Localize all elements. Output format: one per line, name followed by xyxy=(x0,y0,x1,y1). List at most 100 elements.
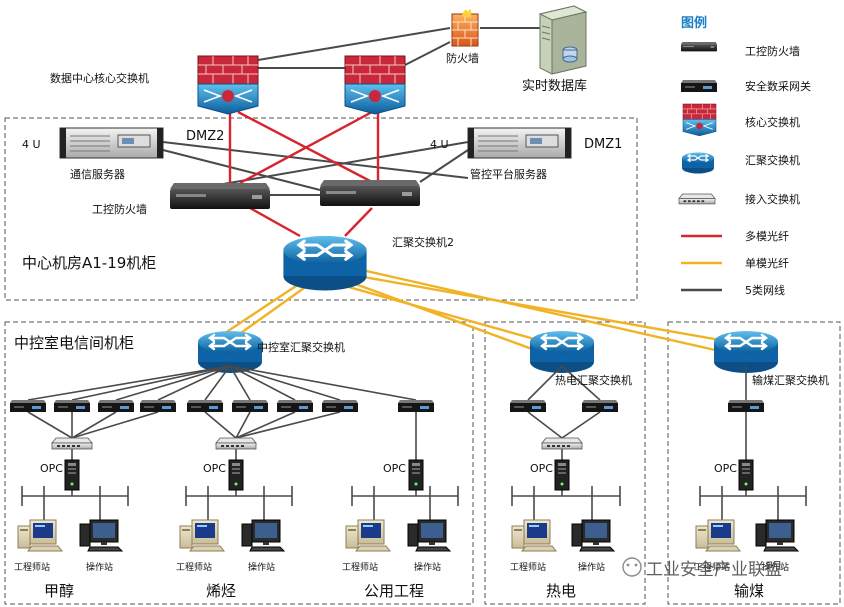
center-room-box xyxy=(4,117,638,301)
operator-station-label: 操作站 xyxy=(578,561,605,573)
operator-station-icon xyxy=(407,519,451,552)
security-gateway xyxy=(98,400,134,412)
legend-item-label: 接入交换机 xyxy=(745,192,800,206)
security-gateway xyxy=(582,400,618,412)
firewall-icon xyxy=(451,9,479,47)
access-switch xyxy=(215,437,257,450)
security-gateway xyxy=(510,400,546,412)
engineer-station-label: 工程师站 xyxy=(510,561,546,573)
operator-station-icon xyxy=(755,519,799,552)
area-coal-label: 输煤 xyxy=(734,582,764,600)
coal-box xyxy=(667,321,841,605)
center-room-label: 中心机房A1-19机柜 xyxy=(22,254,156,272)
security-gateway xyxy=(398,400,434,412)
engineer-station-label: 工程师站 xyxy=(14,561,50,573)
dmz1-label: DMZ1 xyxy=(584,137,622,152)
realtime-db-server-icon xyxy=(538,5,588,75)
engineer-station-label: 工程师站 xyxy=(694,561,730,573)
agg-switch-2-icon xyxy=(281,234,369,293)
legend-item-label: 汇聚交换机 xyxy=(745,153,800,167)
mgmt-server-icon xyxy=(467,127,572,159)
opc-server-icon xyxy=(64,459,80,491)
engineer-station-icon xyxy=(179,519,225,552)
thermal-box xyxy=(484,321,646,605)
rack-4u-right-label: 4 U xyxy=(430,138,449,151)
security-gateway xyxy=(322,400,358,412)
legend-gateway-icon xyxy=(681,80,717,92)
operator-station-icon xyxy=(79,519,123,552)
firewall-label: 防火墙 xyxy=(446,51,479,65)
control-room-links xyxy=(21,365,459,520)
opc-server-icon xyxy=(228,459,244,491)
watermark-text: 工业安全产业联盟 xyxy=(646,560,782,580)
ics-firewall-label: 工控防火墙 xyxy=(92,202,147,216)
legend-item-label: 核心交换机 xyxy=(745,115,800,129)
control-room-box xyxy=(4,321,474,605)
operator-station-label: 操作站 xyxy=(248,561,275,573)
coal-links xyxy=(699,366,807,520)
coal-agg-label: 输煤汇聚交换机 xyxy=(752,373,829,387)
legend-item-label: 5类网线 xyxy=(745,283,785,297)
area-utility-label: 公用工程 xyxy=(364,582,424,600)
operator-station-icon xyxy=(571,519,615,552)
security-gateway xyxy=(10,400,46,412)
opc-label: OPC xyxy=(383,462,406,475)
legend-item-label: 安全数采网关 xyxy=(745,79,811,93)
security-gateway xyxy=(277,400,313,412)
engineer-station-icon xyxy=(695,519,741,552)
comm-server-icon xyxy=(59,127,164,159)
area-olefin-label: 烯烃 xyxy=(206,582,236,600)
operator-station-label: 操作站 xyxy=(86,561,113,573)
legend-item-label: 单模光纤 xyxy=(745,256,789,270)
legend-agg-switch-icon xyxy=(681,151,715,175)
opc-label: OPC xyxy=(40,462,63,475)
ics-firewall-right xyxy=(320,180,420,206)
legend-title: 图例 xyxy=(681,15,707,31)
security-gateway xyxy=(187,400,223,412)
area-methanol-label: 甲醇 xyxy=(44,582,74,600)
security-gateway xyxy=(54,400,90,412)
realtime-db-label: 实时数据库 xyxy=(522,78,587,94)
cat5-links-top xyxy=(162,27,540,196)
legend-ics-firewall-icon xyxy=(681,42,717,52)
engineer-station-label: 工程师站 xyxy=(342,561,378,573)
legend-access-switch-icon xyxy=(678,193,716,205)
legend-item-label: 多模光纤 xyxy=(745,229,789,243)
engineer-station-icon xyxy=(17,519,63,552)
security-gateway xyxy=(728,400,764,412)
multimode-fiber-links xyxy=(228,110,380,238)
rack-4u-left-label: 4 U xyxy=(22,138,41,151)
opc-server-icon xyxy=(738,459,754,491)
legend-item-label: 工控防火墙 xyxy=(745,44,800,58)
mgmt-server-label: 管控平台服务器 xyxy=(470,167,547,181)
operator-station-label: 操作站 xyxy=(762,561,789,573)
agg-switch-2-label: 汇聚交换机2 xyxy=(392,235,454,249)
thermal-agg-label: 热电汇聚交换机 xyxy=(555,373,632,387)
control-room-label: 中控室电信间机柜 xyxy=(14,334,134,352)
opc-label: OPC xyxy=(203,462,226,475)
core-switch-left xyxy=(197,55,259,115)
operator-station-label: 操作站 xyxy=(414,561,441,573)
engineer-station-label: 工程师站 xyxy=(176,561,212,573)
opc-server-icon xyxy=(408,459,424,491)
ics-firewall-left xyxy=(170,183,270,209)
security-gateway xyxy=(140,400,176,412)
opc-server-icon xyxy=(554,459,570,491)
security-gateway xyxy=(232,400,268,412)
thermal-links xyxy=(511,365,621,520)
singlemode-fiber-links xyxy=(221,268,725,354)
comm-server-label: 通信服务器 xyxy=(70,168,125,181)
legend: 图例 工控防火墙 安全数采网关 核心交换机 汇聚交换机 接入交换机 多模光纤 单… xyxy=(678,15,811,297)
watermark: 工业安全产业联盟 xyxy=(622,557,782,580)
dc-core-switch-label: 数据中心核心交换机 xyxy=(50,71,149,85)
dmz2-label: DMZ2 xyxy=(186,129,224,144)
opc-label: OPC xyxy=(530,462,553,475)
operator-station-icon xyxy=(241,519,285,552)
opc-label: OPC xyxy=(714,462,737,475)
engineer-station-icon xyxy=(511,519,557,552)
area-thermal-label: 热电 xyxy=(546,582,576,600)
engineer-station-icon xyxy=(345,519,391,552)
control-agg-label: 中控室汇聚交换机 xyxy=(257,340,345,354)
core-switch-right xyxy=(344,55,406,115)
